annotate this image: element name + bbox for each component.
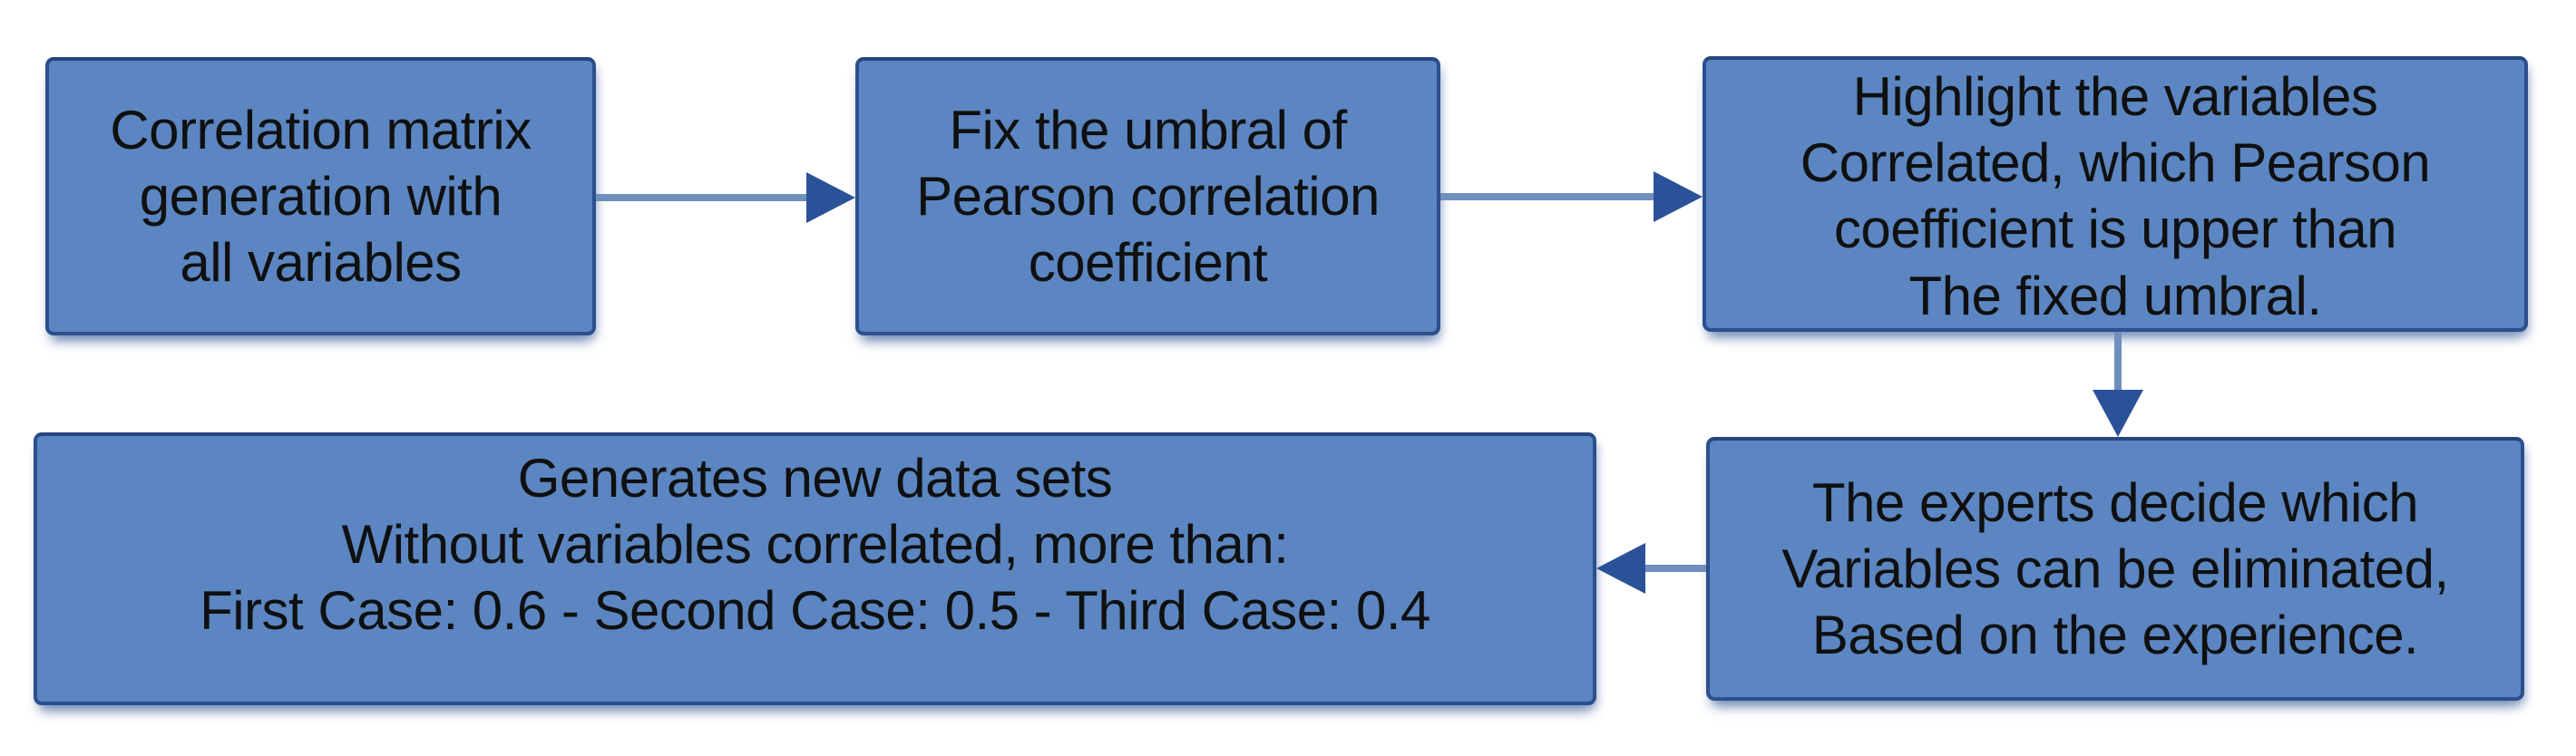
node-line: Variables can be eliminated, (1781, 538, 2449, 599)
node-line: coefficient is upper than (1833, 199, 2397, 260)
arrow-head-down-icon (2093, 390, 2143, 437)
node-line: First Case: 0.6 - Second Case: 0.5 - Thi… (200, 580, 1430, 642)
node-line: The fixed umbral. (1908, 265, 2322, 326)
arrow-shaft-node2-to-node3 (1440, 193, 1657, 200)
arrow-head-right-icon (806, 172, 855, 223)
node-line: Correlation matrix (110, 99, 532, 160)
node-line: coefficient (1028, 232, 1268, 294)
node-line: Pearson correlation (916, 165, 1380, 227)
node-line: Correlated, which Pearson (1800, 132, 2431, 194)
arrow-head-left-icon (1596, 543, 1645, 594)
flow-node-generate-new-datasets: Generates new data sets Without variable… (34, 432, 1596, 705)
arrow-shaft-node4-to-node5 (1644, 565, 1706, 572)
node-line: all variables (180, 232, 462, 294)
node-line: Highlight the variables (1852, 66, 2378, 127)
flow-node-correlation-matrix-generation: Correlation matrix generation with all v… (45, 57, 596, 335)
flow-node-fix-umbral: Fix the umbral of Pearson correlation co… (855, 57, 1440, 335)
flow-node-experts-decide: The experts decide which Variables can b… (1706, 437, 2524, 701)
flow-node-highlight-correlated-variables: Highlight the variables Correlated, whic… (1703, 56, 2528, 332)
arrow-shaft-node3-to-node4 (2114, 332, 2122, 393)
node-line: Based on the experience. (1811, 605, 2419, 666)
node-line: generation with (139, 165, 503, 227)
arrow-shaft-node1-to-node2 (596, 194, 810, 201)
node-line: Without variables correlated, more than: (341, 514, 1289, 576)
arrow-head-right-icon (1654, 171, 1703, 222)
node-line: The experts decide which (1811, 471, 2419, 533)
node-line: Fix the umbral of (949, 99, 1347, 160)
node-line: Generates new data sets (517, 448, 1113, 509)
